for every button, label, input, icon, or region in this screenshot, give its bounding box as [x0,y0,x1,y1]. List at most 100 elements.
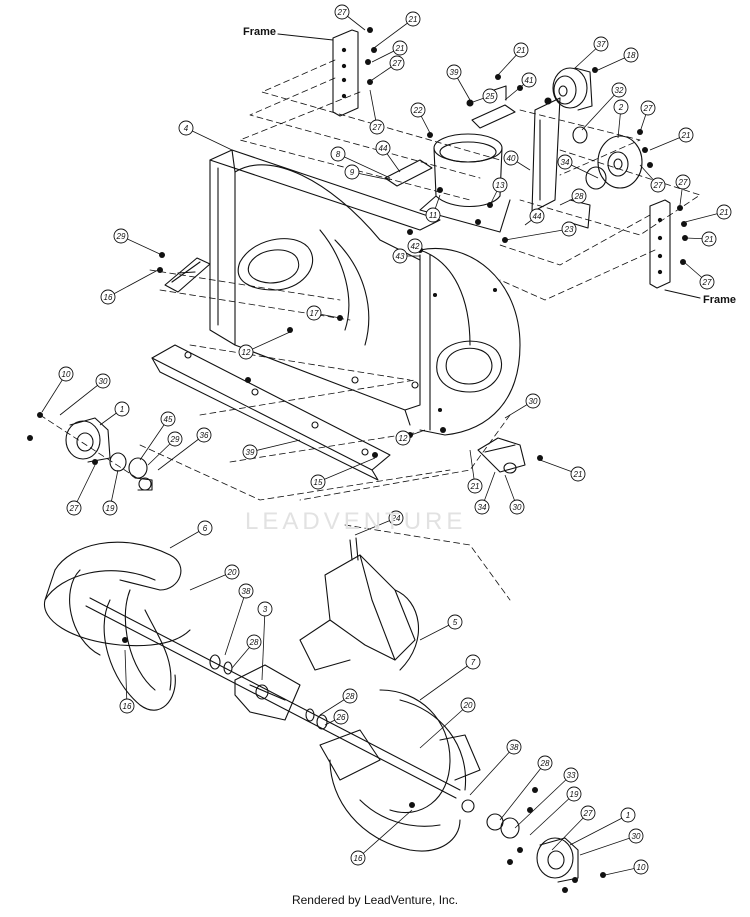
callout-number: 27 [337,8,347,17]
callout-balloon [160,411,176,427]
callout-number: 19 [106,504,115,513]
callout-9: 9 [344,164,360,180]
callout-balloon [342,688,358,704]
callout-balloon [640,100,656,116]
callout-balloon [333,709,349,725]
callout-number: 27 [702,278,712,287]
callout-balloon [66,500,82,516]
callout-number: 12 [242,348,251,357]
callout-leader [120,235,163,256]
callout-37: 37 [593,36,609,52]
callout-balloon [513,42,529,58]
callout-number: 21 [681,131,691,140]
callout-29: 29 [167,431,183,447]
callout-balloon [58,366,74,382]
callout-21: 21 [678,127,694,143]
callout-number: 39 [246,448,255,457]
callout-30: 30 [525,393,541,409]
callout-balloon [623,47,639,63]
callout-leader [73,464,96,509]
callout-21: 21 [392,40,408,56]
callout-balloon [628,828,644,844]
callout-balloon [467,478,483,494]
callout-balloon [447,614,463,630]
callout-number: 21 [573,470,583,479]
callout-balloon [611,82,627,98]
callout-balloon [410,102,426,118]
callout-balloon [561,221,577,237]
callout-balloon [392,40,408,56]
callout-23: 23 [561,221,577,237]
callout-balloon [465,654,481,670]
callout-8: 8 [330,146,346,162]
callout-number: 21 [470,482,480,491]
callout-leader [551,812,589,851]
auger-left [43,541,191,711]
callout-balloon [563,767,579,783]
callout-11: 11 [425,207,441,223]
callout-balloon [566,786,582,802]
callout-balloon [460,697,476,713]
callout-number: 42 [411,242,420,251]
callout-number: 16 [104,293,113,302]
callout-42: 42 [407,238,423,254]
callout-27: 27 [675,174,691,190]
callout-balloon [167,431,183,447]
callout-balloon [620,807,636,823]
callout-leader [419,704,469,749]
callout-balloon [482,88,498,104]
callout-balloon [506,739,522,755]
callout-leader [499,762,546,821]
callout-balloon [509,499,525,515]
callout-number: 5 [453,618,458,627]
callout-balloon [334,4,350,20]
callout-27: 27 [699,274,715,290]
callout-balloon [525,393,541,409]
callout-balloon [407,238,423,254]
callout-balloon [257,601,273,617]
callout-number: 15 [314,478,323,487]
callout-leader [529,793,575,836]
callout-leader [419,661,474,701]
callout-leader [185,127,233,151]
callout-45: 45 [160,411,176,427]
callout-16: 16 [119,698,135,714]
callout-21: 21 [716,204,732,220]
callout-number: 9 [350,168,355,177]
callout-number: 30 [513,503,522,512]
callout-number: 20 [463,701,473,710]
callout-15: 15 [310,474,326,490]
callout-number: 27 [583,809,593,818]
callout-number: 13 [496,181,505,190]
callout-38: 38 [238,583,254,599]
callout-33: 33 [563,767,579,783]
auger-right [319,689,481,852]
callout-number: 33 [567,771,576,780]
callout-balloon [570,466,586,482]
callout-number: 39 [450,68,459,77]
callout-number: 4 [184,124,189,133]
callout-balloon [650,177,666,193]
callout-28: 28 [246,634,262,650]
callout-27: 27 [640,100,656,116]
callout-5: 5 [447,614,463,630]
assembly-guide-lines [39,59,701,601]
callout-balloon [492,177,508,193]
frame-bracket-left [277,29,359,117]
callout-21: 21 [570,466,586,482]
callout-leader [569,814,629,846]
callout-number: 1 [120,405,124,414]
callout-number: 21 [719,208,729,217]
callout-balloon [557,154,573,170]
callout-number: 44 [533,212,542,221]
callout-27: 27 [369,119,385,135]
callout-balloon [310,474,326,490]
callout-34: 34 [474,499,490,515]
callout-balloon [503,150,519,166]
callout-number: 27 [372,123,382,132]
callout-leader [224,590,247,656]
callout-27: 27 [389,55,405,71]
callout-number: 22 [413,106,423,115]
